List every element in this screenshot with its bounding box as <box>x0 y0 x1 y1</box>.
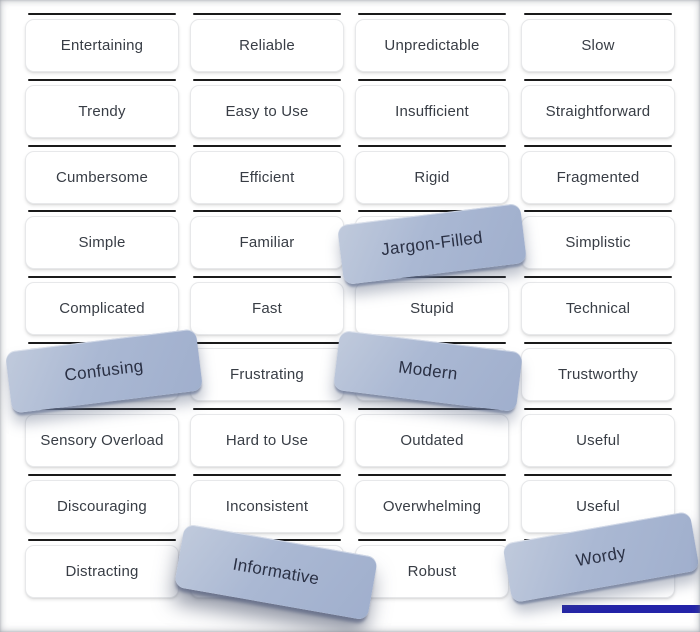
word-card-label: Frustrating <box>230 366 304 383</box>
word-card-label: Complicated <box>59 300 145 317</box>
word-card-label: Fast <box>252 300 282 317</box>
word-card-label: Outdated <box>400 432 464 449</box>
word-card-cumbersome[interactable]: Cumbersome <box>25 145 179 204</box>
word-card-frustrating[interactable]: Frustrating <box>190 342 344 401</box>
word-card-label: Simplistic <box>565 234 631 251</box>
word-card-label: Distracting <box>65 563 139 580</box>
word-card-straightforward[interactable]: Straightforward <box>521 79 675 138</box>
word-card-label: Discouraging <box>57 498 147 515</box>
selected-card-label: Wordy <box>574 542 628 571</box>
word-card-label: Stupid <box>410 300 454 317</box>
word-card-familiar[interactable]: Familiar <box>190 210 344 269</box>
word-card-entertaining[interactable]: Entertaining <box>25 13 179 72</box>
word-card-inconsistent[interactable]: Inconsistent <box>190 474 344 533</box>
word-card-label: Straightforward <box>545 103 651 120</box>
word-card-useful[interactable]: Useful <box>521 408 675 467</box>
word-card-reliable[interactable]: Reliable <box>190 13 344 72</box>
word-card-label: Robust <box>407 563 457 580</box>
word-card-distracting[interactable]: Distracting <box>25 539 179 598</box>
word-card-label: Overwhelming <box>382 498 482 515</box>
word-card-label: Unpredictable <box>384 37 480 54</box>
selected-card-label: Modern <box>397 357 459 384</box>
word-card-discouraging[interactable]: Discouraging <box>25 474 179 533</box>
word-card-rigid[interactable]: Rigid <box>355 145 509 204</box>
word-card-label: Sensory Overload <box>40 432 164 449</box>
word-card-technical[interactable]: Technical <box>521 276 675 335</box>
word-card-label: Simple <box>78 234 126 251</box>
word-card-efficient[interactable]: Efficient <box>190 145 344 204</box>
word-card-label: Hard to Use <box>225 432 309 449</box>
word-card-label: Efficient <box>239 169 295 186</box>
word-card-complicated[interactable]: Complicated <box>25 276 179 335</box>
selected-card-label: Confusing <box>63 356 145 385</box>
word-card-label: Familiar <box>239 234 295 251</box>
word-card-label: Inconsistent <box>225 498 309 515</box>
word-card-label: Useful <box>576 498 620 515</box>
wordy-card-hard-shadow <box>562 605 700 613</box>
word-card-label: Fragmented <box>556 169 640 186</box>
word-card-insufficient[interactable]: Insufficient <box>355 79 509 138</box>
word-card-trustworthy[interactable]: Trustworthy <box>521 342 675 401</box>
word-card-unpredictable[interactable]: Unpredictable <box>355 13 509 72</box>
word-card-stupid[interactable]: Stupid <box>355 276 509 335</box>
word-card-label: Slow <box>581 37 615 54</box>
selected-card-label: Jargon-Filled <box>380 227 484 260</box>
word-card-label: Entertaining <box>60 37 144 54</box>
word-card-hard-to-use[interactable]: Hard to Use <box>190 408 344 467</box>
word-card-label: Insufficient <box>395 103 469 120</box>
selected-card-label: Informative <box>231 554 321 589</box>
word-card-trendy[interactable]: Trendy <box>25 79 179 138</box>
word-card-label: Useful <box>576 432 620 449</box>
word-card-label: Rigid <box>414 169 450 186</box>
word-card-label: Technical <box>565 300 631 317</box>
word-card-slow[interactable]: Slow <box>521 13 675 72</box>
word-card-robust[interactable]: Robust <box>355 539 509 598</box>
word-card-fragmented[interactable]: Fragmented <box>521 145 675 204</box>
word-card-simplistic[interactable]: Simplistic <box>521 210 675 269</box>
word-card-overwhelming[interactable]: Overwhelming <box>355 474 509 533</box>
word-card-sensory-overload[interactable]: Sensory Overload <box>25 408 179 467</box>
word-card-outdated[interactable]: Outdated <box>355 408 509 467</box>
word-card-fast[interactable]: Fast <box>190 276 344 335</box>
word-card-label: Trustworthy <box>558 366 638 383</box>
word-card-label: Reliable <box>239 37 295 54</box>
word-card-label: Easy to Use <box>225 103 309 120</box>
word-card-label: Trendy <box>78 103 126 120</box>
word-card-simple[interactable]: Simple <box>25 210 179 269</box>
word-card-easy-to-use[interactable]: Easy to Use <box>190 79 344 138</box>
word-card-label: Cumbersome <box>55 169 149 186</box>
